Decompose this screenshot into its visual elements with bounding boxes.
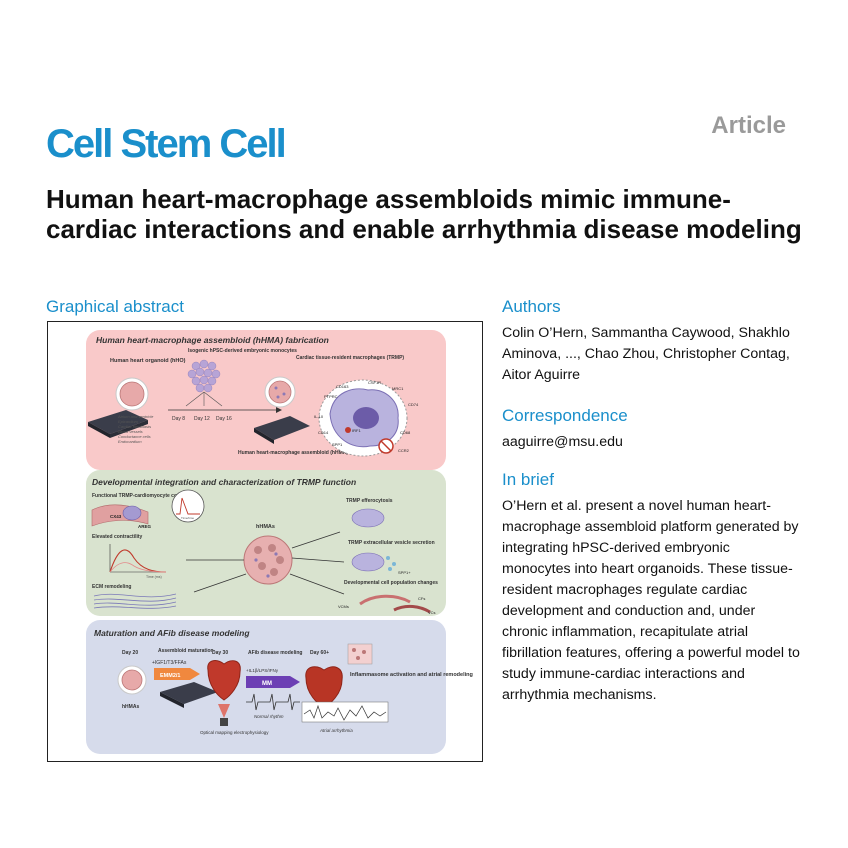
camera-icon [220, 718, 228, 726]
marker-label: CSF1R [368, 380, 381, 385]
well-plate-icon [160, 682, 218, 708]
day20-label: Day 20 [122, 650, 138, 656]
panel-integration: Developmental integration and characteri… [86, 470, 446, 616]
afib-label: AFib disease modeling [248, 650, 302, 656]
hho-label: Human heart organoid (hHO) [110, 358, 186, 364]
hho-feature: Epicardium [118, 419, 139, 424]
maturation-arrow [154, 668, 200, 680]
arrhythmia-trace [303, 704, 387, 721]
optical-label: Optical mapping electrophysiology [200, 730, 269, 735]
hho-feature: Conductance cells [118, 434, 151, 439]
in-brief-section: In brief O’Hern et al. present a novel h… [502, 470, 802, 706]
heart-icon [207, 660, 241, 701]
panel-fabrication: Human heart-macrophage assembloid (hHMA)… [86, 330, 446, 470]
day60-label: Day 60+ [310, 650, 329, 656]
areg-label: AREG [138, 524, 152, 529]
graphical-abstract-heading: Graphical abstract [46, 297, 184, 316]
hhmas-label: hHMAs [122, 704, 139, 710]
marker-label: CD163 [336, 384, 349, 389]
in-brief-text: O’Hern et al. present a novel human hear… [502, 498, 800, 703]
vcms-label: VCMs [338, 604, 349, 609]
cardiomyocyte-coupling-icon [91, 504, 149, 527]
inflam-label: +IL1β/LPS/IFNγ [246, 668, 279, 673]
monocytes-cluster-icon [187, 359, 221, 393]
graphical-abstract: Human heart-macrophage assembloid (hHMA)… [47, 321, 483, 762]
panel3-title: Maturation and AFib disease modeling [94, 628, 250, 638]
cx43-label: CX43 [110, 514, 122, 519]
hho-feature: Cardiac fibroblasts [118, 424, 151, 429]
hhma-label: Human heart-macrophage assembloid (hHMA) [238, 450, 348, 456]
authors-section: Authors Colin O’Hern, Sammantha Caywood,… [502, 297, 802, 386]
normal-trace [246, 693, 300, 711]
marker-label: CCR2 [398, 448, 410, 453]
factors-label: +IGF1/T3/FFAs [152, 660, 187, 666]
day-label: Day 12 [194, 416, 210, 422]
panel2-title: Developmental integration and characteri… [92, 477, 356, 487]
in-brief-heading: In brief [502, 470, 554, 489]
article-type: Article [711, 112, 786, 139]
maturation-label: Assembloid maturation [158, 648, 214, 654]
arrhythmia-label: Atrial arrhythmia [319, 728, 353, 733]
marker-label: CD14 [318, 430, 329, 435]
well-plate-icon [254, 416, 310, 444]
time-axis-label: Time (ms) [146, 575, 162, 579]
spp1-label: SPP1+ [398, 570, 411, 575]
hho-feature: Endocardium [118, 439, 142, 444]
trmp-label: Cardiac tissue-resident macrophages (TRM… [296, 355, 404, 361]
marker-label: PTPRC [324, 394, 338, 399]
contractility-label: Elevated contractility [92, 534, 143, 540]
day30-label: Day 30 [212, 650, 228, 656]
panel-maturation: Maturation and AFib disease modeling Day… [86, 620, 473, 754]
monocytes-label: Isogenic hPSC-derived embryonic monocyte… [188, 348, 297, 354]
correspondence-section: Correspondence aaguirre@msu.edu [502, 406, 802, 453]
panel1-title: Human heart-macrophage assembloid (hHMA)… [96, 335, 329, 345]
marker-label: IRF1 [352, 428, 361, 433]
hho-feature: Blood vessels [118, 429, 143, 434]
inflammasome-label: Inflammasome activation and atrial remod… [350, 672, 473, 678]
organoid-icon [119, 381, 145, 407]
efferocytosis-label: TRMP efferocytosis [346, 498, 393, 504]
coupling-label: Functional TRMP-cardiomyocyte coupling [92, 493, 192, 499]
journal-name: Cell Stem Cell [46, 122, 287, 166]
normal-label: Normal rhythm [254, 714, 284, 719]
emm-label: EMM2/1 [160, 673, 180, 679]
marker-label: MRC1 [392, 386, 404, 391]
mm-label: MM [262, 681, 272, 687]
vesicle-label: TRMP extracellular vesicle secretion [348, 540, 435, 546]
well-plate-icon [88, 410, 148, 438]
day-label: Day 8 [172, 416, 185, 422]
correspondence-heading: Correspondence [502, 406, 628, 425]
population-label: Developmental cell population changes [344, 580, 438, 586]
graphical-abstract-figure: Human heart-macrophage assembloid (hHMA)… [86, 330, 473, 754]
authors-heading: Authors [502, 297, 561, 316]
ecm-label: ECM remodeling [92, 584, 131, 590]
hhma-center-icon [243, 535, 293, 585]
authors-list: Colin O’Hern, Sammantha Caywood, Shakhlo… [502, 325, 790, 383]
marker-label: CD74 [408, 402, 419, 407]
marker-label: CD68 [400, 430, 411, 435]
timeline-label: Time/time [181, 516, 194, 520]
marker-label: SPP1 [332, 442, 343, 447]
day-label: Day 16 [216, 416, 232, 422]
article-title: Human heart-macrophage assembloids mimic… [46, 184, 802, 244]
afib-arrow [246, 676, 300, 688]
ecm-fibers-icon [93, 593, 177, 609]
vcs-label: VCs [428, 610, 436, 615]
marker-label: IL-10 [314, 414, 324, 419]
contractility-chart [109, 544, 167, 573]
macrophage-icon [318, 379, 408, 457]
hho-feature: Atrium and ventricle [117, 414, 154, 419]
hhmas-center-label: hHMAs [256, 524, 275, 530]
cfs-label: CFs [418, 596, 425, 601]
correspondence-email[interactable]: aaguirre@msu.edu [502, 434, 623, 450]
